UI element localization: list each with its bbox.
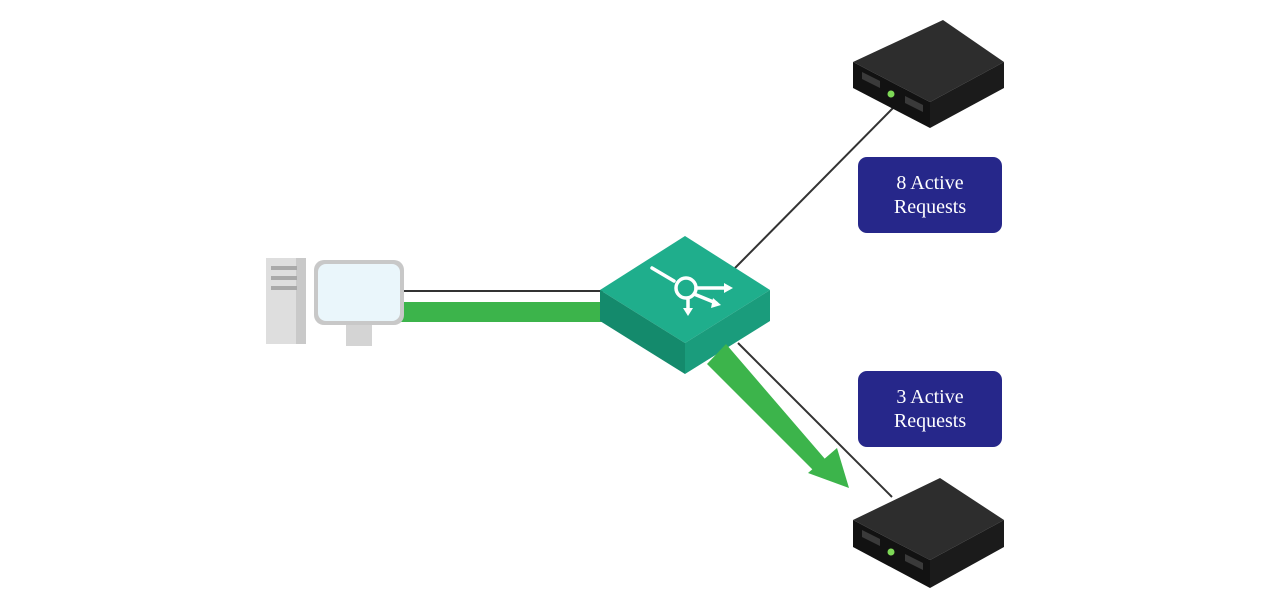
- routed-traffic-arrow: [707, 344, 825, 470]
- bottom-server: [853, 478, 1004, 588]
- rack-server-icon: [853, 478, 1004, 588]
- bottom-server-requests-count: 3 Active: [896, 386, 964, 408]
- client-computer: [266, 258, 404, 346]
- load-balancer-icon: [600, 236, 770, 374]
- bottom-server-link-line: [737, 342, 893, 498]
- top-server-link-line: [734, 105, 896, 269]
- rack-server-icon: [853, 20, 1004, 128]
- load-balancer: [600, 236, 770, 374]
- bottom-server-requests-badge: 3 Active Requests: [858, 371, 1002, 447]
- top-server-requests-badge: 8 Active Requests: [858, 157, 1002, 233]
- desktop-computer-icon: [266, 258, 404, 346]
- top-server-requests-label: Requests: [893, 196, 967, 218]
- routed-traffic-arrowhead: [808, 448, 849, 488]
- incoming-traffic-arrow: [396, 302, 612, 322]
- bottom-server-requests-label: Requests: [893, 410, 967, 432]
- top-server-requests-count: 8 Active: [896, 172, 964, 194]
- top-server: [853, 20, 1004, 128]
